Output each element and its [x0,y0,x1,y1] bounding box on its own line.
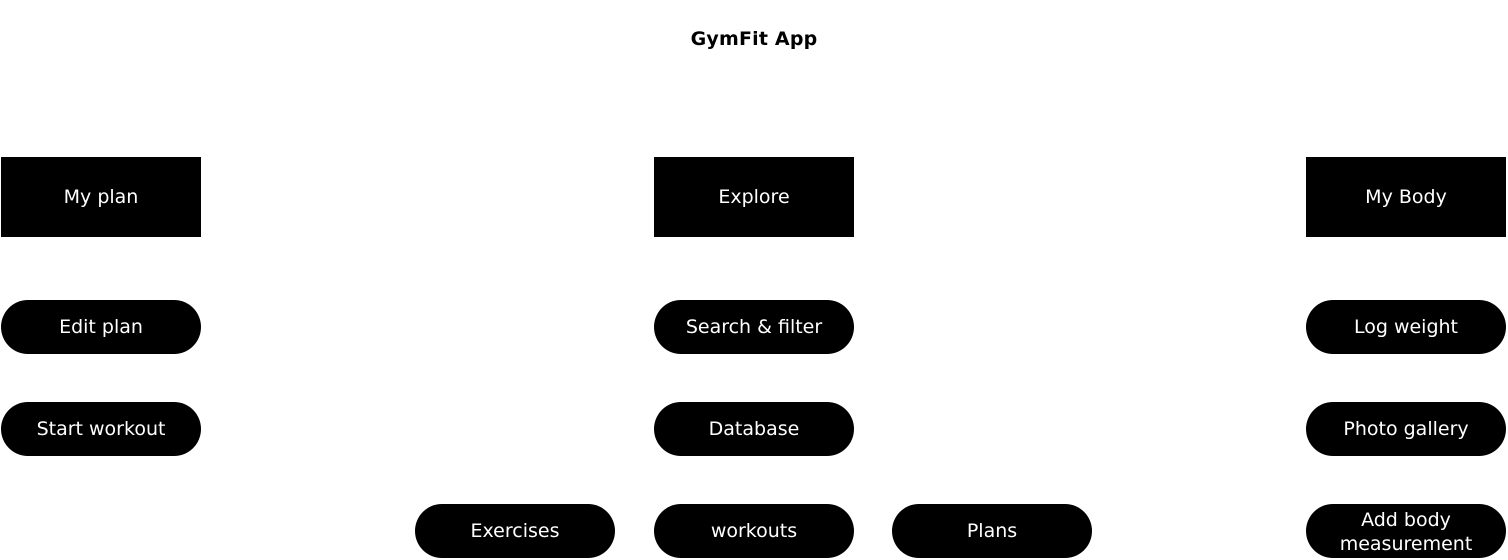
node-edit-plan: Edit plan [1,300,201,354]
node-database: Database [654,402,854,456]
node-workouts: workouts [654,504,854,558]
node-start-workout: Start workout [1,402,201,456]
section-my-body: My Body [1306,157,1506,237]
node-photo-gallery: Photo gallery [1306,402,1506,456]
section-explore: Explore [654,157,854,237]
node-exercises: Exercises [415,504,615,558]
node-plans: Plans [892,504,1092,558]
section-my-plan: My plan [1,157,201,237]
node-add-body-measurement: Add body measurement [1306,504,1506,558]
diagram-title: GymFit App [690,28,818,50]
node-search-filter: Search & filter [654,300,854,354]
node-log-weight: Log weight [1306,300,1506,354]
